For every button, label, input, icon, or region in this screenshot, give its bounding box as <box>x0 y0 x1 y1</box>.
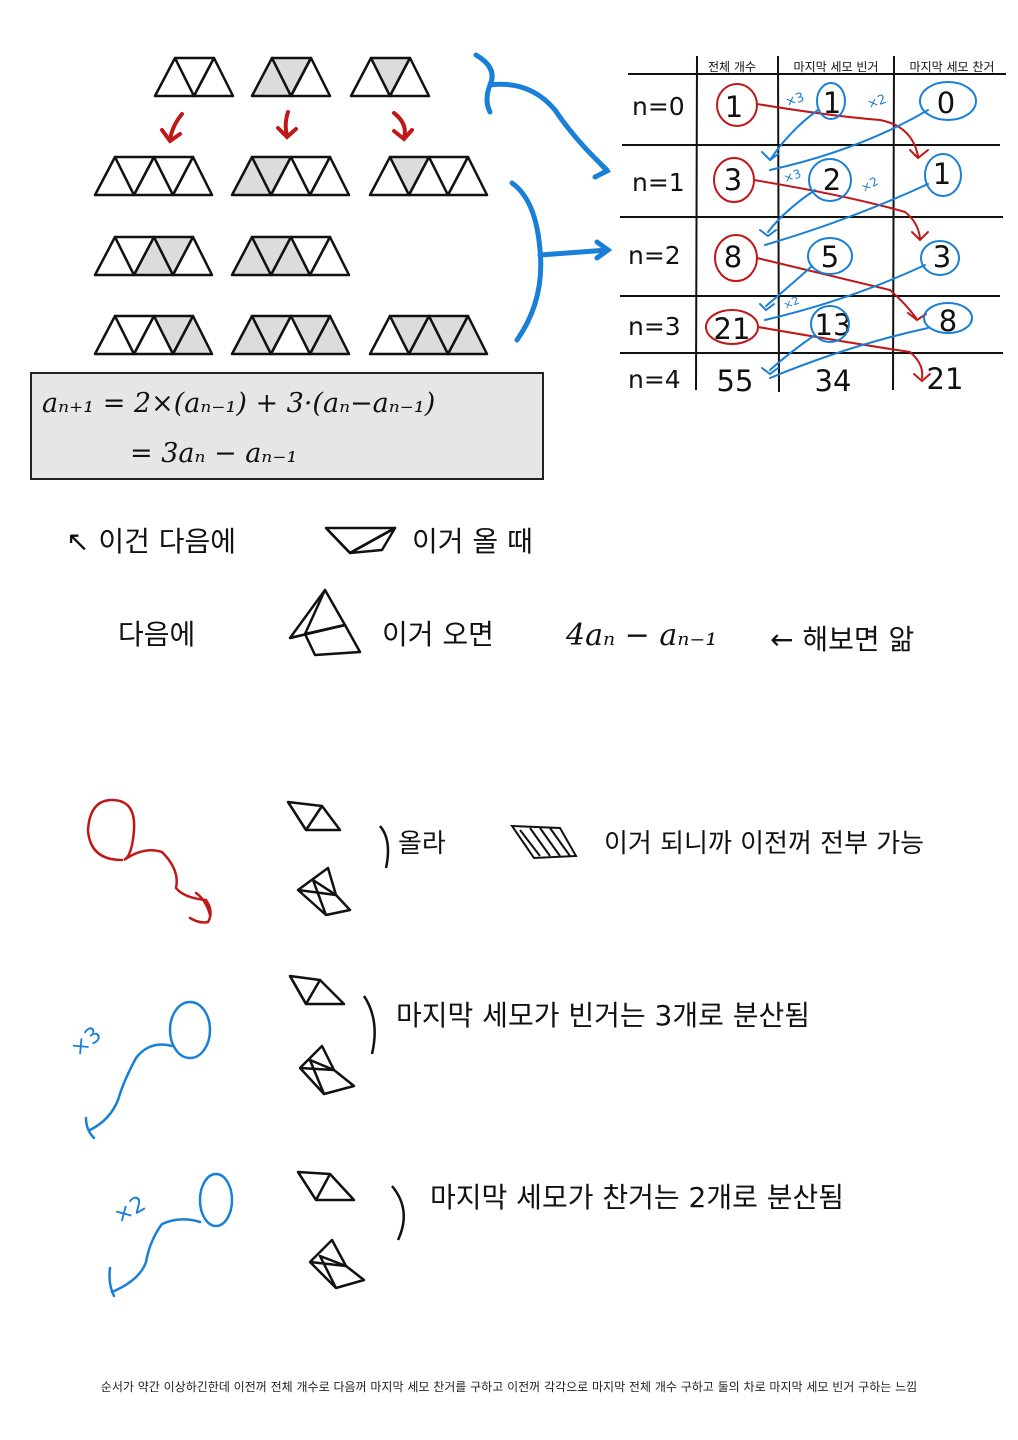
cell-filled-n3: 8 <box>938 304 958 338</box>
strip-row3-a <box>93 314 214 356</box>
strip-row0-b <box>250 56 332 98</box>
strip-row2-a <box>93 235 214 277</box>
cell-filled-n2: 3 <box>932 240 952 274</box>
hatched-shape-icon <box>510 824 578 860</box>
strip-row3-b <box>230 314 351 356</box>
cell-total-n4: 55 <box>716 364 754 398</box>
cell-filled-n1: 1 <box>932 157 952 191</box>
cell-empty-n2: 5 <box>820 240 840 274</box>
strip-row1-b <box>230 155 351 197</box>
cell-empty-n0: 1 <box>822 86 842 120</box>
red-down-arrows <box>160 110 414 144</box>
note-line2-c: 4aₙ − aₙ₋₁ <box>566 618 718 653</box>
header-total: 전체 개수 <box>708 60 756 74</box>
formula-line2: = 3aₙ − aₙ₋₁ <box>130 438 298 469</box>
brace-icon <box>391 1185 405 1241</box>
strip-row0-a <box>153 56 235 98</box>
brace-icon <box>509 180 544 343</box>
small-triangle-icon <box>308 1238 348 1268</box>
note-line2-b: 이거 오면 <box>382 618 494 651</box>
strip-row3-c <box>368 314 489 356</box>
note-line1-a: ↖ 이건 다음에 <box>66 525 237 558</box>
small-triangle-icon <box>298 1044 336 1072</box>
cell-total-n2: 8 <box>723 240 743 274</box>
blue-braces <box>473 52 613 343</box>
note-line4: 마지막 세모가 빈거는 3개로 분산됨 <box>396 999 811 1032</box>
arrow-to-table-icon <box>487 81 610 173</box>
cell-filled-n4: 21 <box>926 362 964 396</box>
header-last-empty: 마지막 세모 빈거 <box>793 60 879 74</box>
note-line5: 마지막 세모가 찬거는 2개로 분산됨 <box>430 1181 845 1214</box>
formula-line1: aₙ₊₁ = 2×(aₙ₋₁) + 3·(aₙ−aₙ₋₁) <box>42 388 436 419</box>
blue-loop-arrow-icon <box>84 1000 212 1140</box>
brace-icon <box>362 995 376 1055</box>
formula-box: aₙ₊₁ = 2×(aₙ₋₁) + 3·(aₙ−aₙ₋₁) = 3aₙ − aₙ… <box>30 372 544 480</box>
red-loop-arrow-icon <box>86 798 212 924</box>
note-line1-b: 이거 올 때 <box>412 525 533 558</box>
row-label-n3: n=3 <box>628 312 681 341</box>
cell-total-n1: 3 <box>723 163 743 197</box>
arrow-to-table-icon <box>537 247 611 258</box>
row-label-n1: n=1 <box>632 168 685 197</box>
cell-total-n3: 21 <box>713 312 751 346</box>
footer-note: 순서가 약간 이상하긴한데 이전꺼 전체 개수로 다음꺼 마지막 세모 찬거를 … <box>100 1380 918 1394</box>
brace-icon <box>379 825 390 869</box>
blue-loop-arrow-icon <box>108 1172 234 1298</box>
row-label-n2: n=2 <box>628 241 681 270</box>
strip-row0-c <box>349 56 431 98</box>
strip-row1-a <box>93 155 214 197</box>
cell-empty-n1: 2 <box>822 163 842 197</box>
note-line2-a: 다음에 <box>118 618 196 651</box>
strip-row1-c <box>368 155 489 197</box>
row-label-n4: n=4 <box>628 365 681 394</box>
note-line2-d: ← 해보면 앎 <box>770 623 915 656</box>
note-line3-a: 올라 <box>398 829 446 859</box>
cell-filled-n0: 0 <box>936 86 956 120</box>
down-arrow-icon <box>168 112 184 142</box>
cell-total-n0: 1 <box>724 90 744 124</box>
header-last-filled: 마지막 세모 찬거 <box>909 60 995 74</box>
note-line3-b: 이거 되니까 이전꺼 전부 가능 <box>604 829 925 859</box>
strip-row2-b <box>230 235 351 277</box>
row-label-n0: n=0 <box>632 92 685 121</box>
cell-empty-n4: 34 <box>814 364 852 398</box>
